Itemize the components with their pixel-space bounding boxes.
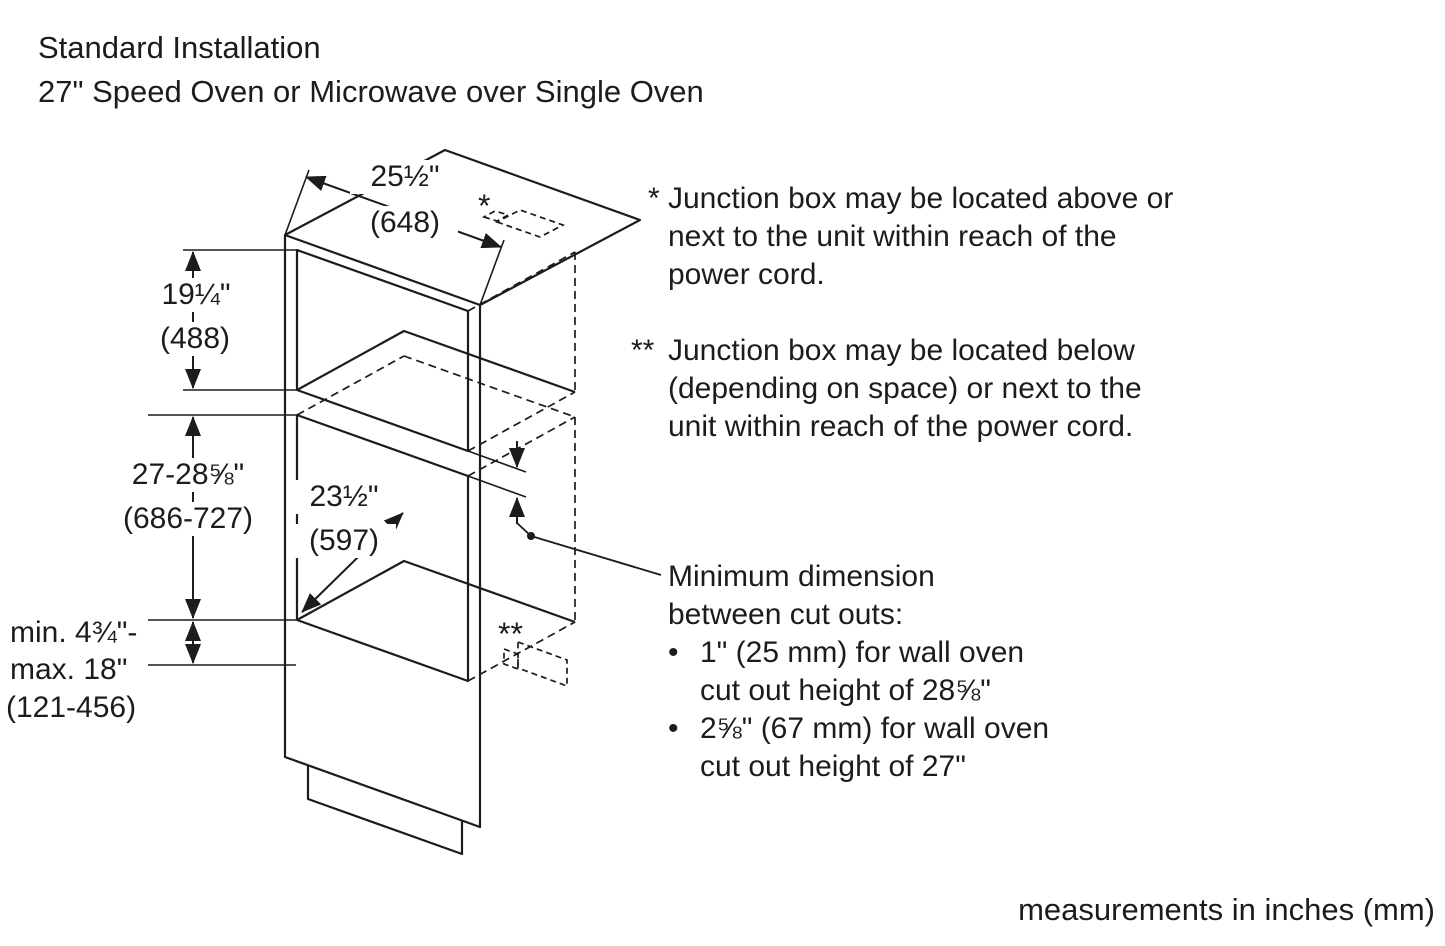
bullet-line: cut out height of 27"	[700, 750, 966, 783]
installation-diagram	[148, 148, 662, 856]
junction-box-top	[481, 209, 566, 238]
bullet-line: 1" (25 mm) for wall oven	[700, 636, 1025, 669]
dim-bottom-max: max. 18"	[8, 653, 130, 687]
dim-inner-width-inches: 23½"	[290, 480, 398, 514]
min-dim-heading: Minimum dimension	[668, 560, 935, 593]
note-junction-below: ** Junction box may be located below (de…	[631, 332, 1142, 446]
page-title: Standard Installation	[38, 30, 321, 65]
dim-bottom-mm: (121-456)	[4, 691, 139, 725]
min-dim-leader	[516, 522, 662, 576]
measurement-units-note: measurements in inches (mm)	[1018, 892, 1435, 927]
note-line: (depending on space) or next to the	[668, 372, 1142, 405]
min-dim-heading: between cut outs:	[668, 598, 904, 631]
dim-upper-height-inches: 19¼"	[140, 278, 252, 312]
bullet-line: 2⅝" (67 mm) for wall oven	[700, 712, 1050, 745]
note-line: Junction box may be located above or	[668, 182, 1174, 215]
note-line: unit within reach of the power cord.	[668, 410, 1134, 443]
junction-box-top-star: *	[478, 188, 491, 224]
note-line: power cord.	[668, 258, 825, 291]
junction-box-bottom	[503, 640, 568, 688]
min-dim-bullet-1: • 1" (25 mm) for wall oven cut out heigh…	[668, 634, 1049, 710]
note-star-marker: *	[648, 182, 660, 215]
page-subtitle: 27" Speed Oven or Microwave over Single …	[38, 74, 704, 109]
dim-lower-height-inches: 27-28⅝"	[100, 458, 276, 492]
extension-lines	[148, 169, 527, 666]
bullet-icon: •	[668, 712, 679, 745]
note-line: Junction box may be located below	[668, 334, 1135, 367]
dim-inner-width-mm: (597)	[292, 524, 396, 558]
bullet-icon: •	[668, 636, 679, 669]
dim-width-inches: 25½"	[350, 160, 460, 194]
dim-bottom-min: min. 4¾"-	[8, 616, 140, 650]
upper-cutout	[295, 248, 470, 453]
note-line: next to the unit within reach of the	[668, 220, 1117, 253]
min-dim-bullet-2: • 2⅝" (67 mm) for wall oven cut out heig…	[668, 710, 1049, 786]
bullet-line: cut out height of 28⅝"	[700, 674, 991, 707]
note-junction-above: * Junction box may be located above or n…	[648, 180, 1173, 294]
cabinet-base	[306, 765, 464, 856]
dim-lower-height-mm: (686-727)	[98, 502, 278, 536]
hidden-edges	[296, 251, 576, 682]
note-min-dimension: Minimum dimension between cut outs: • 1"…	[668, 558, 1049, 786]
note-double-star-marker: **	[631, 334, 655, 367]
junction-box-bottom-star: **	[498, 616, 523, 652]
dim-width-mm: (648)	[352, 206, 458, 240]
dim-upper-height-mm: (488)	[142, 322, 248, 356]
